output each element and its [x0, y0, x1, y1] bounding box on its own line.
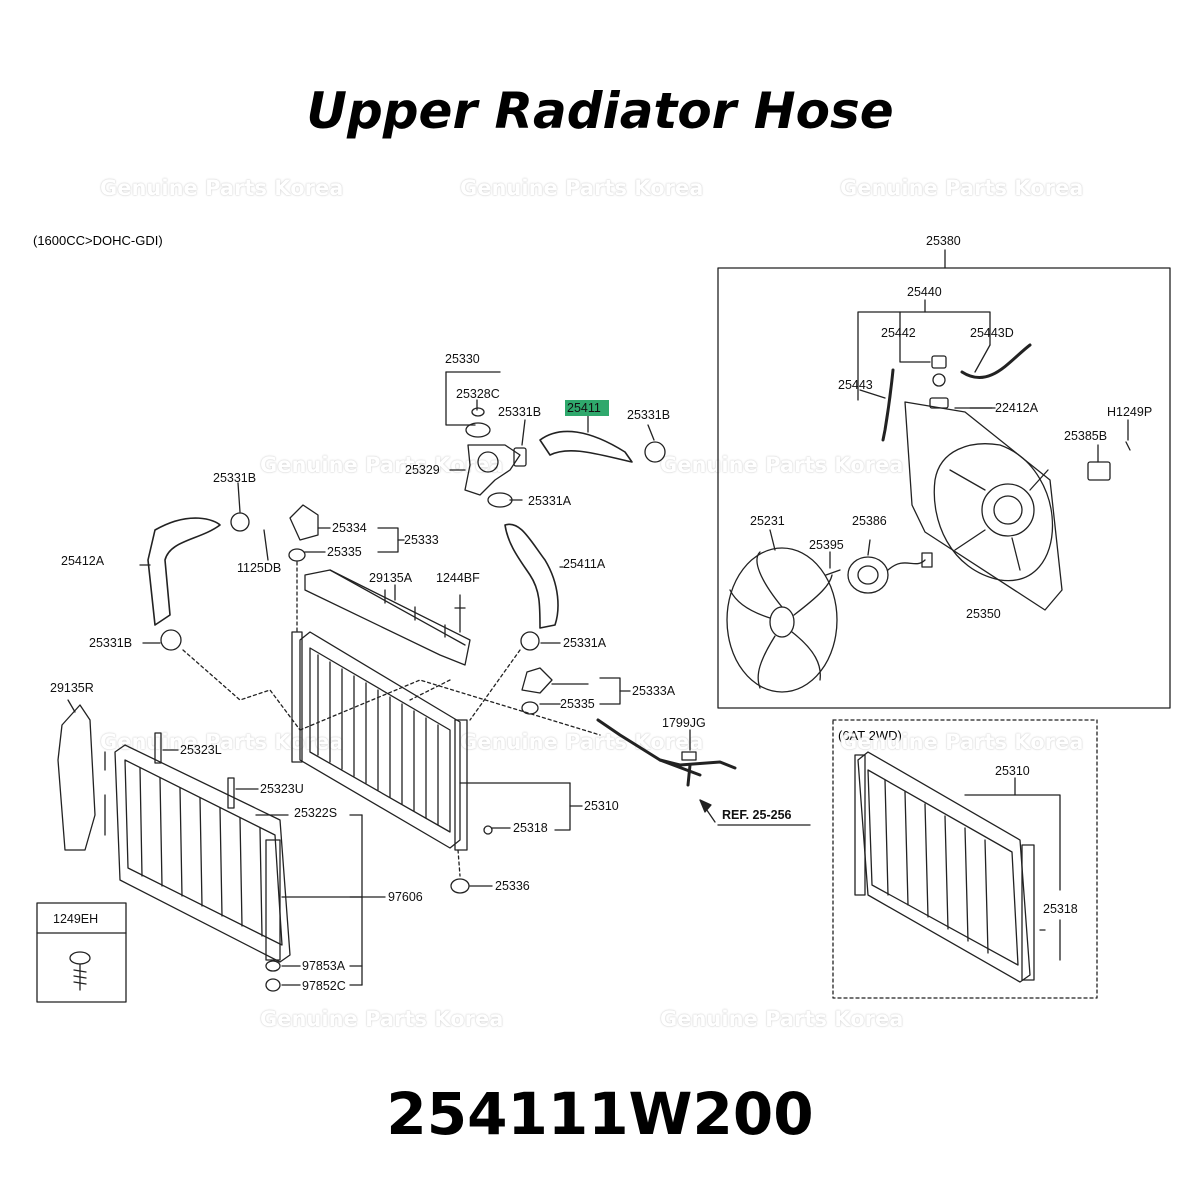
label-25395: 25395 [809, 538, 844, 552]
label-1244BF: 1244BF [436, 571, 480, 585]
watermark: Genuine Parts Korea [260, 453, 504, 477]
label-25231: 25231 [750, 514, 785, 528]
label-H1249P: H1249P [1107, 405, 1152, 419]
label-29135A: 29135A [369, 571, 413, 585]
engine-spec-label: (1600CC>DOHC-GDI) [33, 233, 163, 248]
watermark: Genuine Parts Korea [660, 1007, 904, 1031]
label-97853A: 97853A [302, 959, 346, 973]
label-25331B-left: 25331B [213, 471, 256, 485]
label-25331A-low: 25331A [563, 636, 607, 650]
label-25443: 25443 [838, 378, 873, 392]
label-25385B: 25385B [1064, 429, 1107, 443]
label-1249EH: 1249EH [53, 912, 98, 926]
watermark: Genuine Parts Korea [460, 176, 704, 200]
label-25386: 25386 [852, 514, 887, 528]
watermark: Genuine Parts Korea [260, 1007, 504, 1031]
watermark: Genuine Parts Korea [840, 730, 1084, 754]
label-1799JG: 1799JG [662, 716, 706, 730]
label-25333A: 25333A [632, 684, 676, 698]
1249eh-box [36, 902, 127, 1003]
label-25350: 25350 [966, 607, 1001, 621]
label-25323U: 25323U [260, 782, 304, 796]
variant-label: (6AT 2WD) [838, 728, 902, 743]
label-22412A: 22412A [995, 401, 1039, 415]
label-1125DB: 1125DB [237, 561, 281, 575]
label-25334: 25334 [332, 521, 367, 535]
label-25331B-top: 25331B [498, 405, 541, 419]
highlight-25411 [565, 400, 609, 416]
label-25322S: 25322S [294, 806, 337, 820]
label-25333: 25333 [404, 533, 439, 547]
label-25335-low: 25335 [560, 697, 595, 711]
reference-label: REF. 25-256 [722, 808, 792, 822]
label-25442: 25442 [881, 326, 916, 340]
watermark: Genuine Parts Korea [100, 176, 344, 200]
watermark: Genuine Parts Korea [660, 453, 904, 477]
label-25318-variant: 25318 [1043, 902, 1078, 916]
label-25318: 25318 [513, 821, 548, 835]
label-25443D: 25443D [970, 326, 1014, 340]
label-29135R: 29135R [50, 681, 94, 695]
label-25331B-right: 25331B [627, 408, 670, 422]
label-97606: 97606 [388, 890, 423, 904]
label-25440: 25440 [907, 285, 942, 299]
part-number: 254111W200 [386, 1080, 814, 1148]
label-25411A: 25411A [563, 557, 606, 571]
variant-box [832, 719, 1098, 999]
label-25331B-low: 25331B [89, 636, 132, 650]
label-25412A: 25412A [61, 554, 105, 568]
label-25331A-top: 25331A [528, 494, 572, 508]
label-25335-top: 25335 [327, 545, 362, 559]
page-title: Upper Radiator Hose [306, 82, 894, 140]
watermark: Genuine Parts Korea [460, 730, 704, 754]
label-25329: 25329 [405, 463, 440, 477]
label-25336: 25336 [495, 879, 530, 893]
label-25380: 25380 [926, 234, 961, 248]
fan-assembly-box [717, 267, 1171, 709]
label-25310-variant: 25310 [995, 764, 1030, 778]
label-25330: 25330 [445, 352, 480, 366]
label-97852C: 97852C [302, 979, 346, 993]
watermark: Genuine Parts Korea [840, 176, 1084, 200]
watermark: Genuine Parts Korea [100, 730, 344, 754]
label-25411: 25411 [567, 401, 601, 415]
label-25310: 25310 [584, 799, 619, 813]
label-25328C: 25328C [456, 387, 500, 401]
label-25323L: 25323L [180, 743, 222, 757]
